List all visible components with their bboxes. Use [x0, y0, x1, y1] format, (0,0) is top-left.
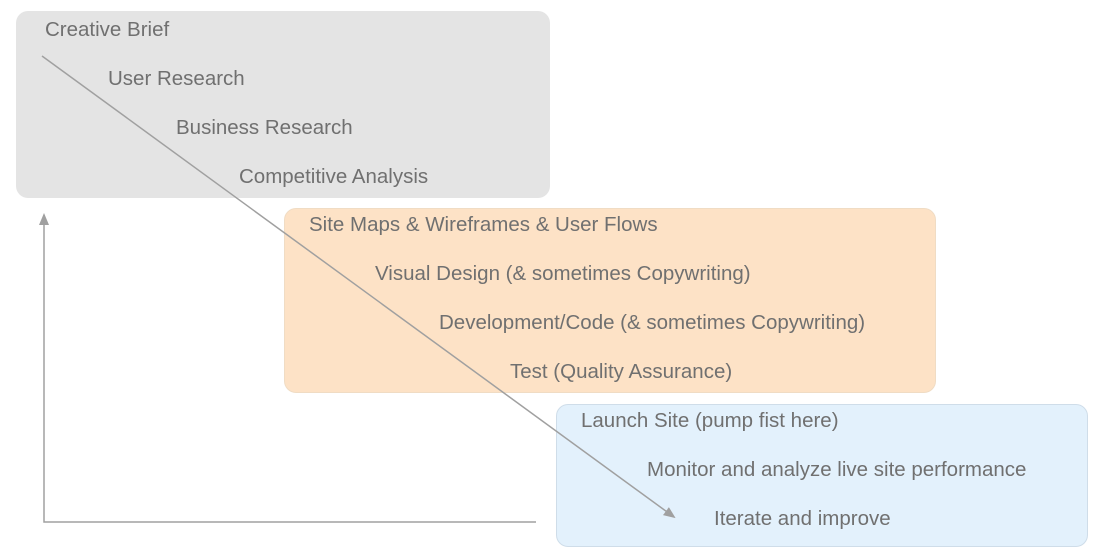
step-creative-brief: Creative Brief	[45, 18, 170, 41]
step-monitor-analyze: Monitor and analyze live site performanc…	[647, 458, 1027, 481]
step-iterate-improve: Iterate and improve	[714, 507, 891, 530]
step-launch-site: Launch Site (pump fist here)	[581, 409, 839, 432]
step-business-research: Business Research	[176, 116, 353, 139]
step-test-qa: Test (Quality Assurance)	[510, 360, 733, 383]
step-visual-design: Visual Design (& sometimes Copywriting)	[375, 262, 751, 285]
step-site-maps-wireframes: Site Maps & Wireframes & User Flows	[309, 213, 658, 236]
step-development-code: Development/Code (& sometimes Copywritin…	[439, 311, 866, 334]
step-user-research: User Research	[108, 67, 245, 90]
step-competitive-analysis: Competitive Analysis	[239, 165, 429, 188]
